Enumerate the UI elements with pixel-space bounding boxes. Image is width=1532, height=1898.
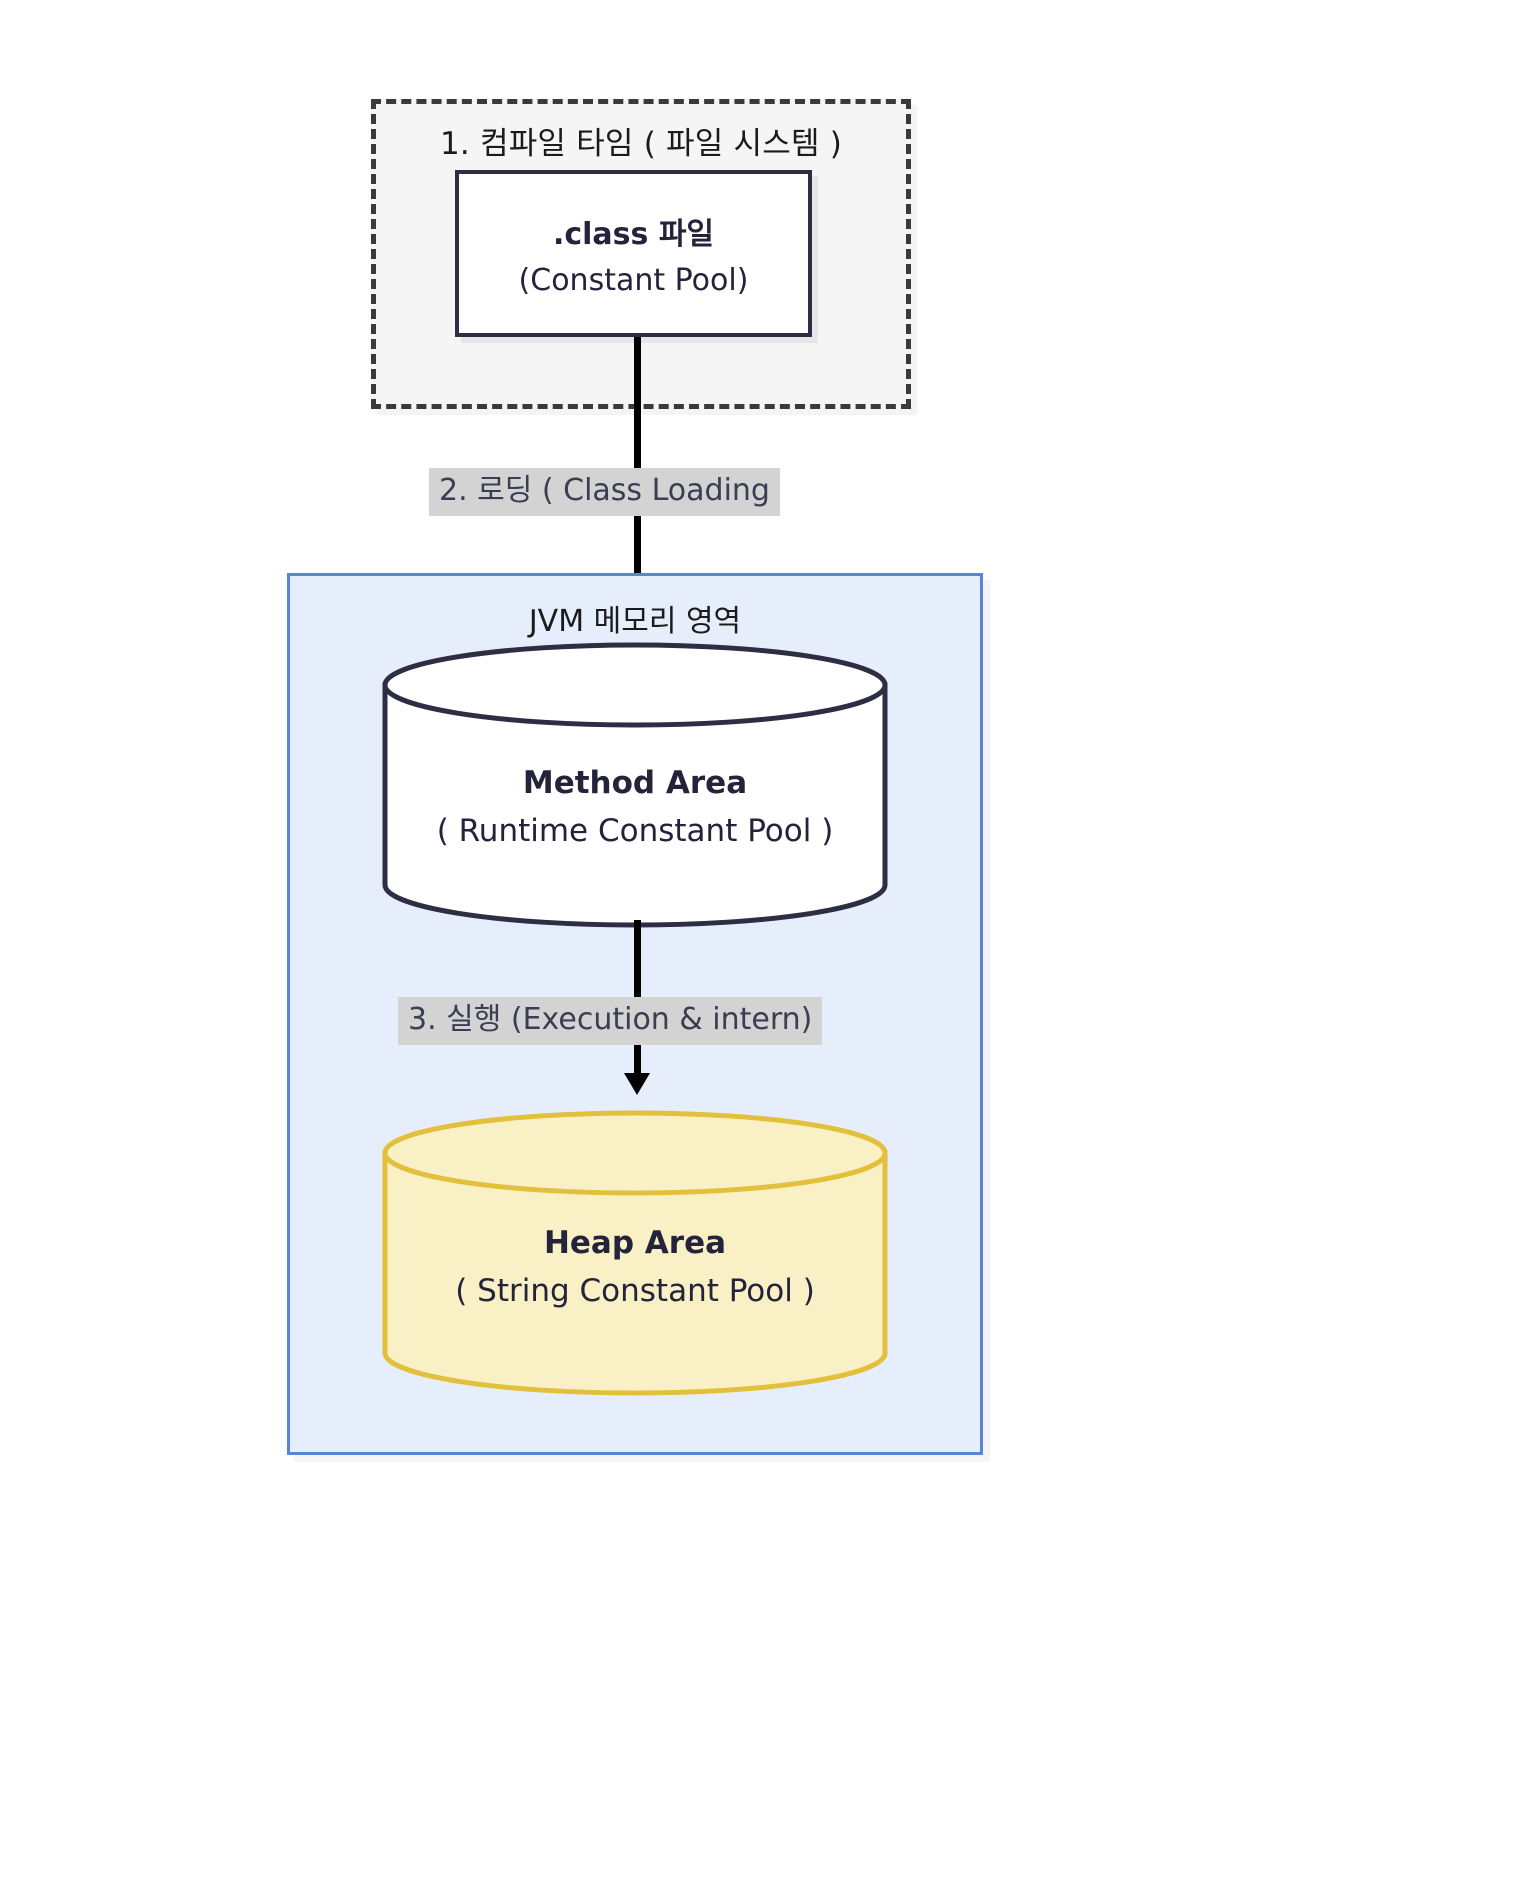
method-area-cylinder: Method Area ( Runtime Constant Pool ) — [380, 642, 890, 928]
edge-label-execution-intern: 3. 실행 (Execution & intern) — [398, 997, 823, 1046]
arrow-head-icon — [624, 1073, 650, 1095]
class-file-node-subtitle: (Constant Pool) — [518, 263, 749, 298]
class-file-node-title: .class 파일 — [552, 217, 715, 252]
jvm-memory-title: JVM 메모리 영역 — [528, 604, 742, 639]
cylinder-shape-icon — [382, 1110, 888, 1396]
cylinder-shape-icon — [382, 642, 888, 928]
edge-label-class-loading: 2. 로딩 ( Class Loading — [429, 468, 780, 517]
heap-area-cylinder: Heap Area ( String Constant Pool ) — [380, 1110, 890, 1396]
class-file-node: .class 파일 (Constant Pool) — [455, 170, 812, 337]
compile-time-title: 1. 컴파일 타임 ( 파일 시스템 ) — [439, 126, 843, 162]
